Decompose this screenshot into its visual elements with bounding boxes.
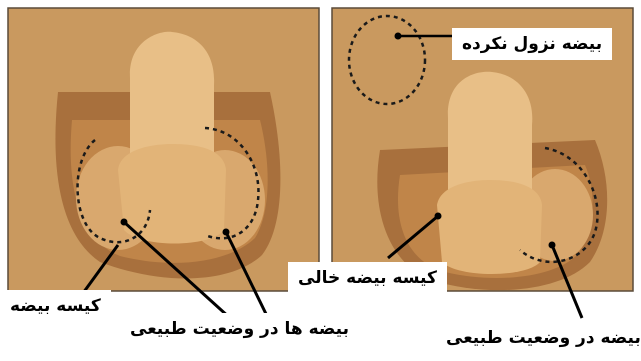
left-testis-dot-1: [121, 219, 128, 226]
left-panel: [8, 8, 319, 318]
right-testis-dot: [549, 242, 556, 249]
label-testis-normal-position: بیضه در وضعیت طبیعی: [436, 322, 641, 354]
label-testes-normal-position: بیضه ها در وضعیت طبیعی: [120, 313, 359, 345]
left-testis-dot-2: [223, 229, 230, 236]
left-penis-glans: [118, 144, 226, 244]
undescended-testis-dot: [395, 33, 402, 40]
label-undescended-testis: بیضه نزول نکرده: [452, 28, 612, 60]
label-empty-scrotum: کیسه بیضه خالی: [288, 262, 447, 294]
right-penis-glans: [437, 180, 542, 274]
label-scrotum: کیسه بیضه: [0, 290, 111, 322]
empty-scrotum-dot: [435, 213, 442, 220]
